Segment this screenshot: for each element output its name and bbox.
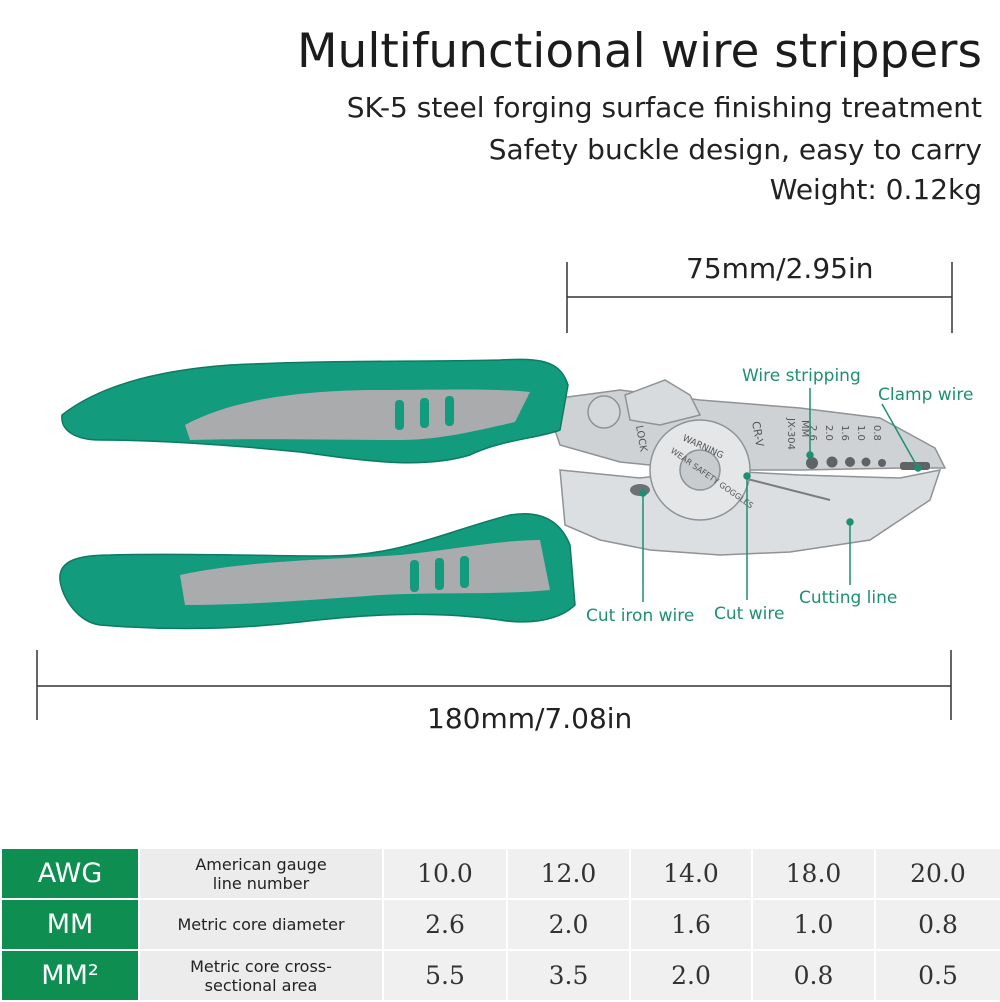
- callout-leaders: [639, 388, 922, 602]
- feature-line-2: Safety buckle design, easy to carry: [488, 133, 982, 166]
- callout-cut-wire: Cut wire: [714, 604, 785, 624]
- table-cell: 18.0: [751, 847, 876, 900]
- table-row: MM Metric core diameter 2.6 2.0 1.6 1.0 …: [0, 898, 1000, 951]
- jaw-length-label: 75mm/2.95in: [686, 252, 874, 285]
- table-cell: 10.0: [382, 847, 508, 900]
- lower-metal-arm: [559, 469, 942, 556]
- svg-text:2.0: 2.0: [823, 425, 834, 441]
- table-cell: 2.0: [506, 898, 631, 951]
- table-cell: 20.0: [874, 847, 1000, 900]
- table-row: MM² Metric core cross-sectional area 5.5…: [0, 949, 1000, 1002]
- upper-handle-grip: [185, 389, 530, 440]
- table-cell: 0.5: [874, 949, 1000, 1002]
- row-key-awg: AWG: [0, 847, 140, 900]
- mm-marking: MM: [799, 420, 810, 437]
- lock-knob: [587, 395, 621, 429]
- table-cell: 0.8: [874, 898, 1000, 951]
- lower-handle-grip: [180, 540, 550, 605]
- crv-marking: CR-V: [749, 420, 766, 448]
- lock-marking: LOCK: [633, 425, 649, 454]
- pivot-inner: [679, 449, 721, 491]
- model-marking: JX-304: [785, 417, 796, 450]
- table-cell: 0.8: [751, 949, 876, 1002]
- callout-wire-stripping: Wire stripping: [742, 366, 861, 386]
- table-cell: 1.0: [751, 898, 876, 951]
- table-cell: 2.0: [629, 949, 753, 1002]
- upper-grip-ridges: [395, 396, 454, 430]
- gauge-markings: 0.8 1.0 1.6 2.0 2.6: [807, 425, 882, 441]
- table-cell: 14.0: [629, 847, 753, 900]
- table-cell: 5.5: [382, 949, 508, 1002]
- product-title: Multifunctional wire strippers: [296, 24, 982, 79]
- row-key-mm2: MM²: [0, 949, 140, 1002]
- overall-length-label: 180mm/7.08in: [427, 702, 633, 735]
- callout-cutting-line: Cutting line: [799, 588, 898, 608]
- overall-dimension-line: [36, 650, 952, 720]
- table-cell: 3.5: [506, 949, 631, 1002]
- row-key-mm: MM: [0, 898, 140, 951]
- lower-grip-ridges: [410, 556, 469, 592]
- feature-line-3: Weight: 0.12kg: [769, 173, 982, 206]
- callout-clamp-wire: Clamp wire: [878, 385, 974, 405]
- wire-stripper-illustration: LOCK WARNING WEAR SAFETY GOGGLES CR-V MM…: [36, 262, 953, 720]
- svg-text:1.0: 1.0: [855, 425, 866, 441]
- jaw-dimension-line: [566, 262, 953, 333]
- feature-line-1: SK-5 steel forging surface finishing tre…: [346, 91, 982, 124]
- lock-latch: [624, 379, 702, 426]
- svg-text:0.8: 0.8: [871, 425, 882, 441]
- row-desc: Metric core diameter: [138, 898, 384, 951]
- table-cell: 12.0: [506, 847, 631, 900]
- svg-text:1.6: 1.6: [839, 425, 850, 441]
- table-cell: 2.6: [382, 898, 508, 951]
- svg-text:2.6: 2.6: [807, 425, 818, 441]
- callout-cut-iron-wire: Cut iron wire: [586, 606, 695, 626]
- row-desc: Metric core cross-sectional area: [138, 949, 384, 1002]
- table-cell: 1.6: [629, 898, 753, 951]
